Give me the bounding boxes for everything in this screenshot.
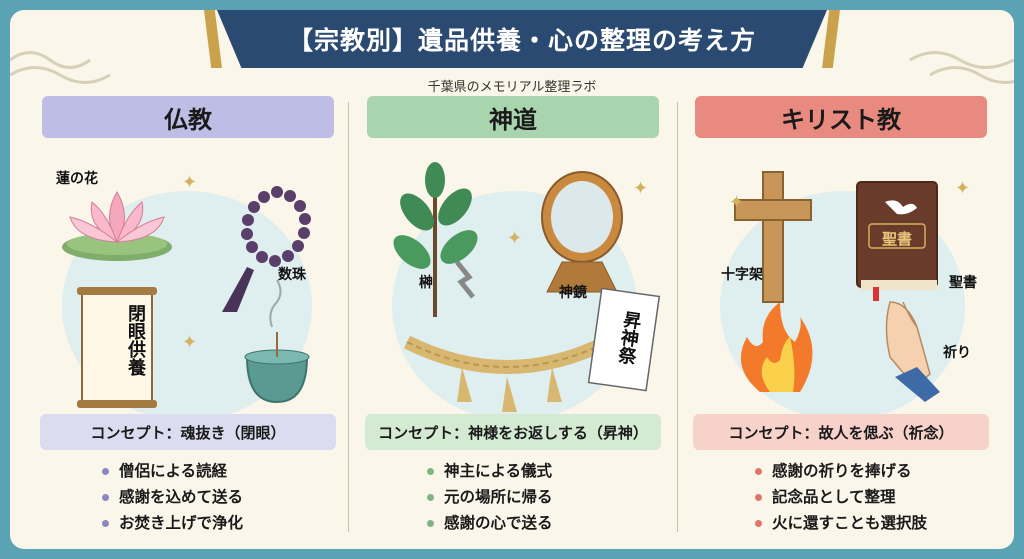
ceremony-paper-icon <box>587 287 661 392</box>
scroll-text: 閉眼供養 <box>125 304 146 376</box>
sakaki-branch-icon <box>393 162 478 317</box>
label-bible: 聖書 <box>949 275 977 291</box>
page-subtitle: 千葉県のメモリアル整理ラボ <box>427 80 597 95</box>
column-divider-2 <box>677 102 678 532</box>
cross-icon <box>734 171 812 303</box>
column-heading: 仏教 <box>42 96 334 138</box>
column-christianity: キリスト教 <box>685 96 995 536</box>
fire-icon <box>740 302 813 392</box>
list-item: 記念品として整理 <box>755 484 927 510</box>
column-buddhism: 仏教 <box>32 96 342 536</box>
bible-cover-text: 聖書 <box>882 230 913 248</box>
label-cross: 十字架 <box>721 267 763 283</box>
column-heading: 神道 <box>367 96 659 138</box>
sacred-mirror-icon <box>541 171 623 293</box>
sparkle-icon: ✦ <box>507 228 523 249</box>
list-item: 火に還すことも選択肢 <box>755 510 927 536</box>
lotus-icon <box>62 191 172 261</box>
shinto-illustration <box>393 162 661 412</box>
column-divider-1 <box>348 102 349 532</box>
points-list: 神主による儀式 元の場所に帰る 感謝の心で送る <box>427 458 553 536</box>
prayer-beads-icon <box>222 186 311 312</box>
points-list: 僧侶による読経 感謝を込めて送る お焚き上げで浄化 <box>102 458 243 536</box>
points-list: 感謝の祈りを捧げる 記念品として整理 火に還すことも選択肢 <box>755 458 927 536</box>
sparkle-icon: ✦ <box>955 178 971 199</box>
list-item: 元の場所に帰る <box>427 484 553 510</box>
sparkle-icon: ✦ <box>182 332 198 353</box>
label-lotus: 蓮の花 <box>56 171 98 187</box>
concept-box: コンセプト：魂抜き（閉眼） <box>40 414 336 450</box>
incense-burner-icon <box>244 279 310 404</box>
wave-decoration-left <box>10 51 111 84</box>
infographic-frame: 【宗教別】遺品供養・心の整理の考え方 千葉県のメモリアル整理ラボ 仏教 <box>10 10 1014 549</box>
scroll-icon <box>77 287 157 408</box>
column-heading: キリスト教 <box>695 96 987 138</box>
list-item: 僧侶による読経 <box>102 458 243 484</box>
list-item: 神主による儀式 <box>427 458 553 484</box>
shimenawa-rope-icon <box>403 335 611 412</box>
list-item: 感謝の祈りを捧げる <box>755 458 927 484</box>
sparkle-icon: ✦ <box>182 172 198 193</box>
list-item: お焚き上げで浄化 <box>102 510 243 536</box>
banner-gold-left <box>204 10 222 68</box>
sparkle-icon: ✦ <box>729 192 745 213</box>
bible-icon <box>856 181 938 301</box>
label-prayer: 祈り <box>943 345 971 361</box>
sparkle-icon: ✦ <box>633 178 649 199</box>
page-title: 【宗教別】遺品供養・心の整理の考え方 <box>287 26 756 55</box>
column-shinto: 神道 <box>357 96 667 536</box>
concept-box: コンセプト：故人を偲ぶ（祈念） <box>693 414 989 450</box>
label-beads: 数珠 <box>278 267 306 283</box>
buddhism-illustration <box>62 186 311 408</box>
concept-box: コンセプト：神様をお返しする（昇神） <box>365 414 661 450</box>
christianity-illustration <box>734 171 940 402</box>
label-mirror: 神鏡 <box>559 285 587 301</box>
list-item: 感謝を込めて送る <box>102 484 243 510</box>
list-item: 感謝の心で送る <box>427 510 553 536</box>
banner-gold-right <box>822 10 840 68</box>
wave-decoration-right <box>909 51 1014 84</box>
label-sakaki: 榊 <box>419 275 433 291</box>
title-banner: 【宗教別】遺品供養・心の整理の考え方 <box>217 10 827 68</box>
praying-hands-icon <box>885 301 940 402</box>
